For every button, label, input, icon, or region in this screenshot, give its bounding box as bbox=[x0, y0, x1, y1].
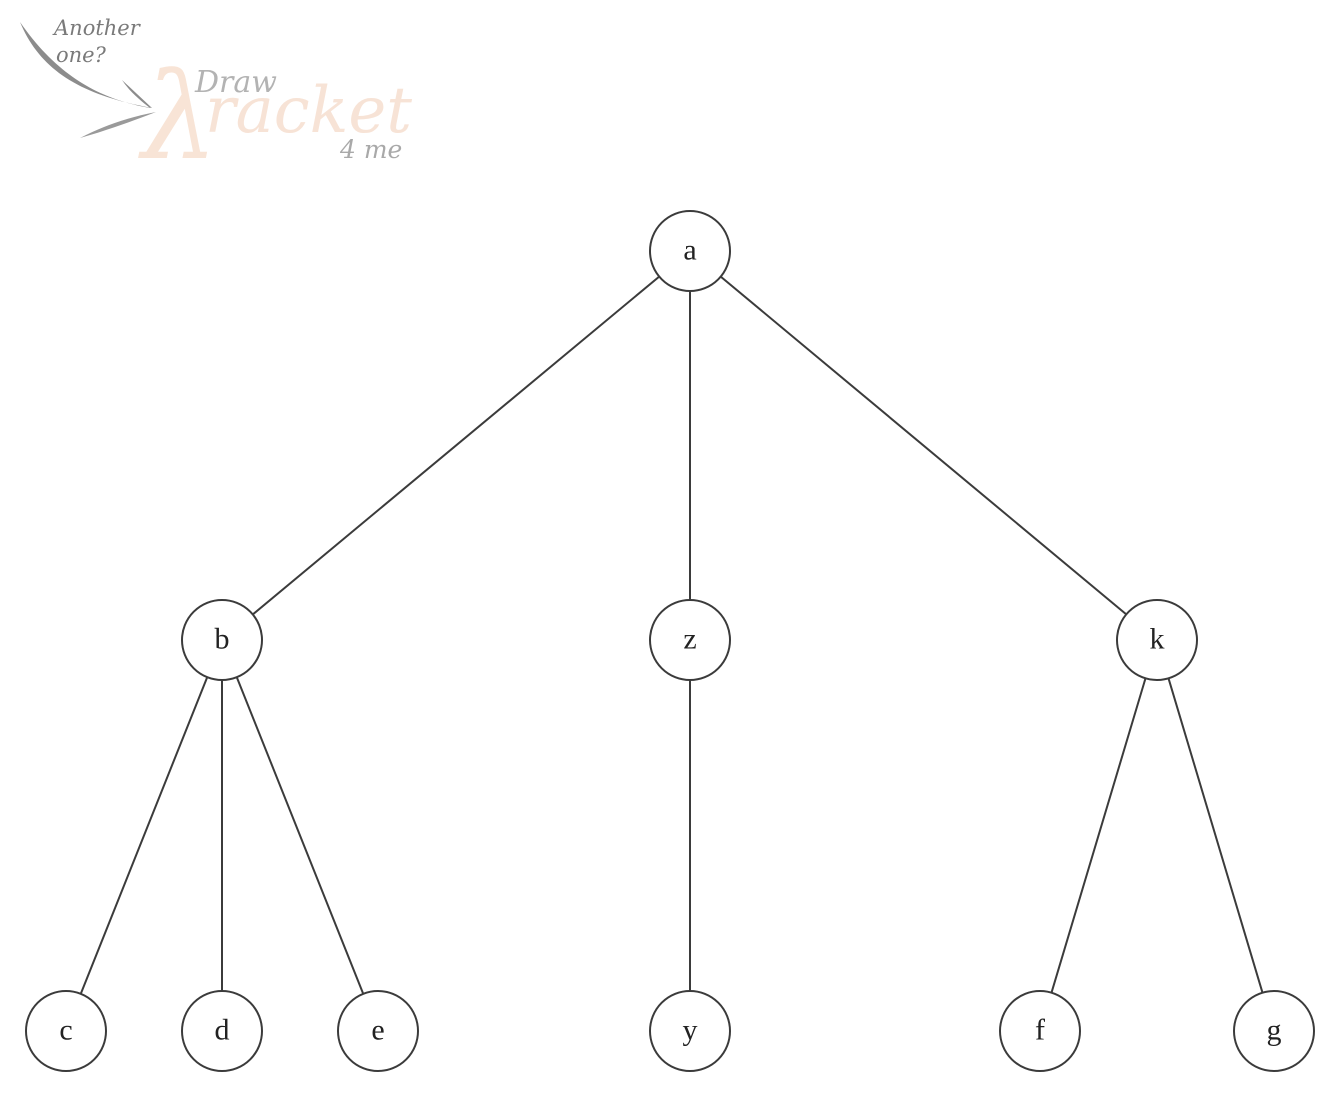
node-label-b: b bbox=[215, 623, 230, 656]
node-label-e: e bbox=[371, 1014, 384, 1047]
logo-prompt-line2: one? bbox=[56, 43, 107, 67]
node-label-f: f bbox=[1035, 1014, 1045, 1047]
node-label-a: a bbox=[683, 234, 696, 267]
node-circle-c bbox=[25, 990, 107, 1072]
draw-racket-logo[interactable]: λ racket Draw 4 me Another one? bbox=[20, 16, 412, 187]
node-c[interactable]: c bbox=[25, 990, 107, 1072]
node-label-y: y bbox=[683, 1014, 698, 1047]
node-g[interactable]: g bbox=[1233, 990, 1315, 1072]
edge-b-e bbox=[235, 676, 365, 995]
tree-nodes: a b z k c d e y f g bbox=[25, 210, 1315, 1072]
node-label-z: z bbox=[683, 623, 696, 656]
node-f[interactable]: f bbox=[999, 990, 1081, 1072]
node-e[interactable]: e bbox=[337, 990, 419, 1072]
edge-a-b bbox=[252, 275, 660, 616]
edge-b-c bbox=[79, 676, 209, 995]
edge-k-g bbox=[1167, 678, 1264, 993]
node-circle-f bbox=[999, 990, 1081, 1072]
node-y[interactable]: y bbox=[649, 990, 731, 1072]
node-circle-a bbox=[649, 210, 731, 292]
node-d[interactable]: d bbox=[181, 990, 263, 1072]
node-circle-z bbox=[649, 599, 731, 681]
logo-prompt-line1: Another bbox=[52, 16, 142, 40]
node-z[interactable]: z bbox=[649, 599, 731, 681]
node-label-d: d bbox=[215, 1014, 230, 1047]
node-label-g: g bbox=[1267, 1014, 1282, 1047]
edge-k-f bbox=[1050, 678, 1147, 993]
tree-edges bbox=[79, 275, 1264, 995]
node-k[interactable]: k bbox=[1116, 599, 1198, 681]
node-b[interactable]: b bbox=[181, 599, 263, 681]
logo-draw-text: Draw bbox=[194, 65, 277, 100]
node-circle-y bbox=[649, 990, 731, 1072]
logo-racket-text: racket bbox=[205, 74, 412, 148]
logo-lambda: λ bbox=[138, 48, 218, 187]
node-circle-b bbox=[181, 599, 263, 681]
edge-a-k bbox=[720, 275, 1127, 616]
node-circle-g bbox=[1233, 990, 1315, 1072]
node-a[interactable]: a bbox=[649, 210, 731, 292]
logo-arrow-lower bbox=[80, 112, 156, 138]
logo-4me-text: 4 me bbox=[339, 135, 402, 164]
node-label-c: c bbox=[59, 1014, 72, 1047]
node-circle-e bbox=[337, 990, 419, 1072]
node-label-k: k bbox=[1150, 623, 1165, 656]
node-circle-d bbox=[181, 990, 263, 1072]
node-circle-k bbox=[1116, 599, 1198, 681]
